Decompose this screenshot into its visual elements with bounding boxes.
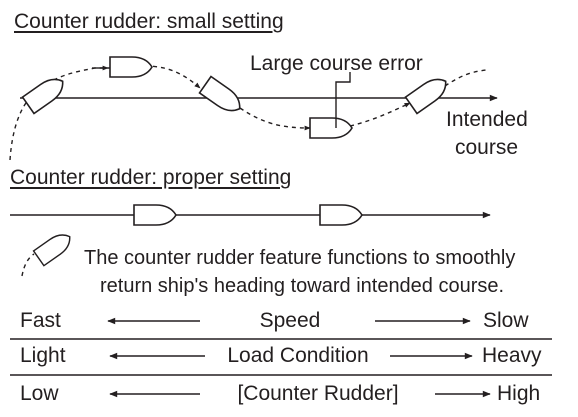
scale-load-left: Light <box>20 344 66 367</box>
scale-cr-middle: [Counter Rudder] <box>237 382 399 405</box>
ship-track-overshoot-5 <box>444 69 487 87</box>
ship-track-overshoot-3 <box>239 107 311 131</box>
scale-speed-middle: Speed <box>259 309 321 332</box>
intended-label-line2: course <box>455 136 519 159</box>
small-setting-heading: Counter rudder: small setting <box>14 10 284 33</box>
scale-load-right: Heavy <box>482 344 542 367</box>
ship-1 <box>21 72 70 115</box>
scale-speed-left: Fast <box>20 309 61 332</box>
scale-cr-left: Low <box>20 382 59 405</box>
course-error-bracket <box>335 72 351 98</box>
ship-track-overshoot-2 <box>144 65 201 89</box>
scale-speed-right: Slow <box>483 309 529 332</box>
legend-dashed-track <box>21 253 35 277</box>
ship-proper-1 <box>133 204 177 226</box>
scale-load-middle: Load Condition <box>227 344 369 367</box>
legend-ship <box>32 228 76 267</box>
ship-3 <box>198 75 247 118</box>
scale-cr-right: High <box>497 382 541 405</box>
ship-5 <box>404 72 453 115</box>
ship-2 <box>109 56 153 78</box>
ship-proper-2 <box>319 204 363 226</box>
explanation-line-1: The counter rudder feature functions to … <box>84 247 516 269</box>
ship-track-overshoot-4 <box>349 102 411 127</box>
ship-4 <box>309 117 353 139</box>
explanation-line-2: return ship's heading toward intended co… <box>100 275 505 297</box>
course-error-label: Large course error <box>250 52 423 75</box>
intended-label-line1: Intended <box>446 108 528 131</box>
proper-setting-heading: Counter rudder: proper setting <box>10 166 292 189</box>
